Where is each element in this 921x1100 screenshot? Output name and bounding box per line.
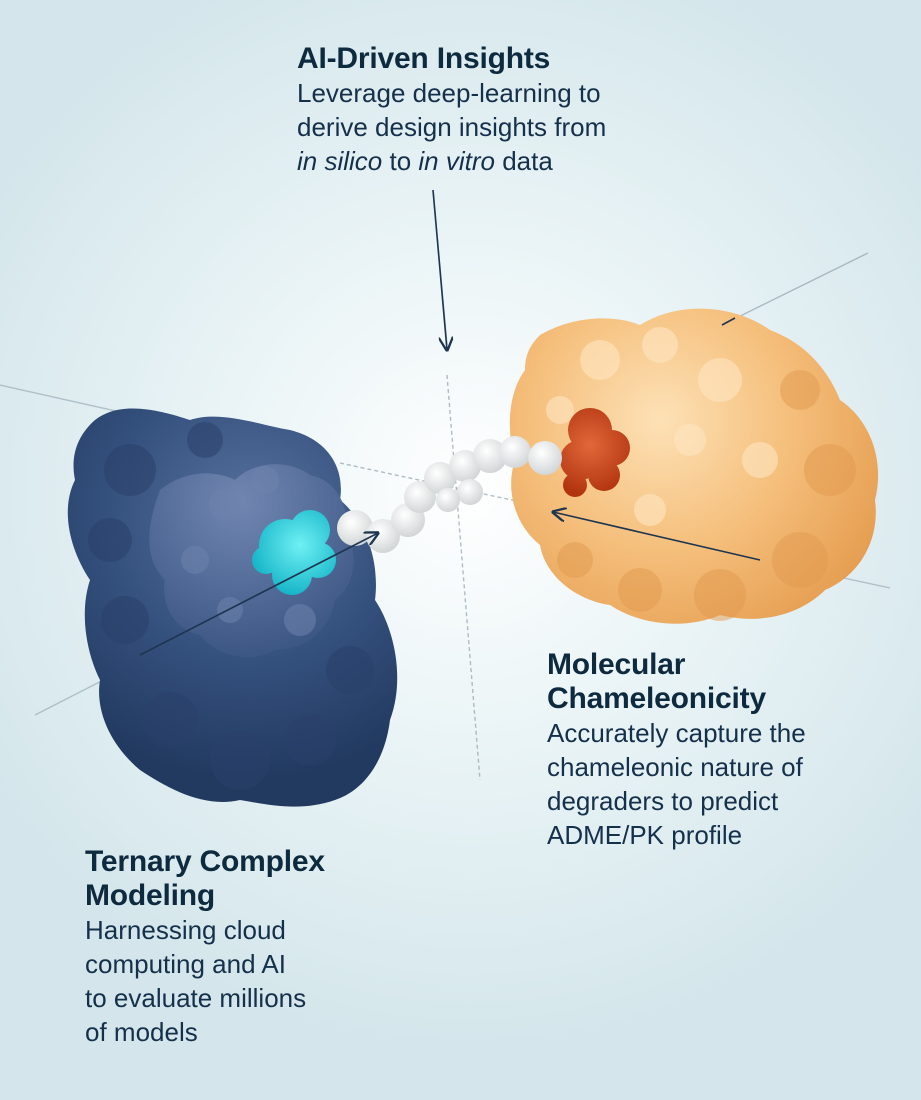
arrow-ternary <box>139 533 378 656</box>
body-line: degraders to predict <box>547 786 779 816</box>
body-italic: in silico <box>297 146 383 176</box>
body-line: ADME/PK profile <box>547 820 743 850</box>
body-line: Leverage deep-learning to <box>297 78 601 108</box>
callout-body: Accurately capture the chameleonic natur… <box>547 716 897 852</box>
callout-title: Molecular Chameleonicity <box>547 648 897 716</box>
callout-ai-driven-insights: AI-Driven Insights Leverage deep-learnin… <box>297 42 677 178</box>
red-ligand <box>560 408 630 497</box>
callout-molecular-chameleonicity: Molecular Chameleonicity Accurately capt… <box>547 648 897 852</box>
title-line: Chameleonicity <box>547 682 766 715</box>
body-line: to evaluate millions <box>85 983 307 1013</box>
body-italic: in vitro <box>418 146 495 176</box>
arrow-chameleon <box>553 512 761 561</box>
callout-title: AI-Driven Insights <box>297 42 551 75</box>
callout-body: Harnessing cloud computing and AI to eva… <box>85 913 385 1049</box>
title-line: Molecular <box>547 648 686 681</box>
body-line: computing and AI <box>85 949 286 979</box>
pointer-arrows <box>139 189 761 656</box>
callout-body: Leverage deep-learning to derive design … <box>297 76 677 178</box>
cyan-ligand <box>252 510 336 595</box>
orange-protein <box>509 308 879 624</box>
title-line: Ternary Complex <box>85 845 325 878</box>
body-line: Accurately capture the <box>547 718 806 748</box>
title-line: Modeling <box>85 879 216 912</box>
body-text: to <box>382 146 419 176</box>
arrow-ai-insights <box>432 189 447 350</box>
callout-ternary-complex-modeling: Ternary Complex Modeling Harnessing clou… <box>85 845 385 1049</box>
body-text: data <box>494 146 553 176</box>
callout-title: Ternary Complex Modeling <box>85 845 385 913</box>
body-line: Harnessing cloud <box>85 915 286 945</box>
body-line: derive design insights from <box>297 112 607 142</box>
body-line: of models <box>85 1017 198 1047</box>
body-line: chameleonic nature of <box>547 752 803 782</box>
